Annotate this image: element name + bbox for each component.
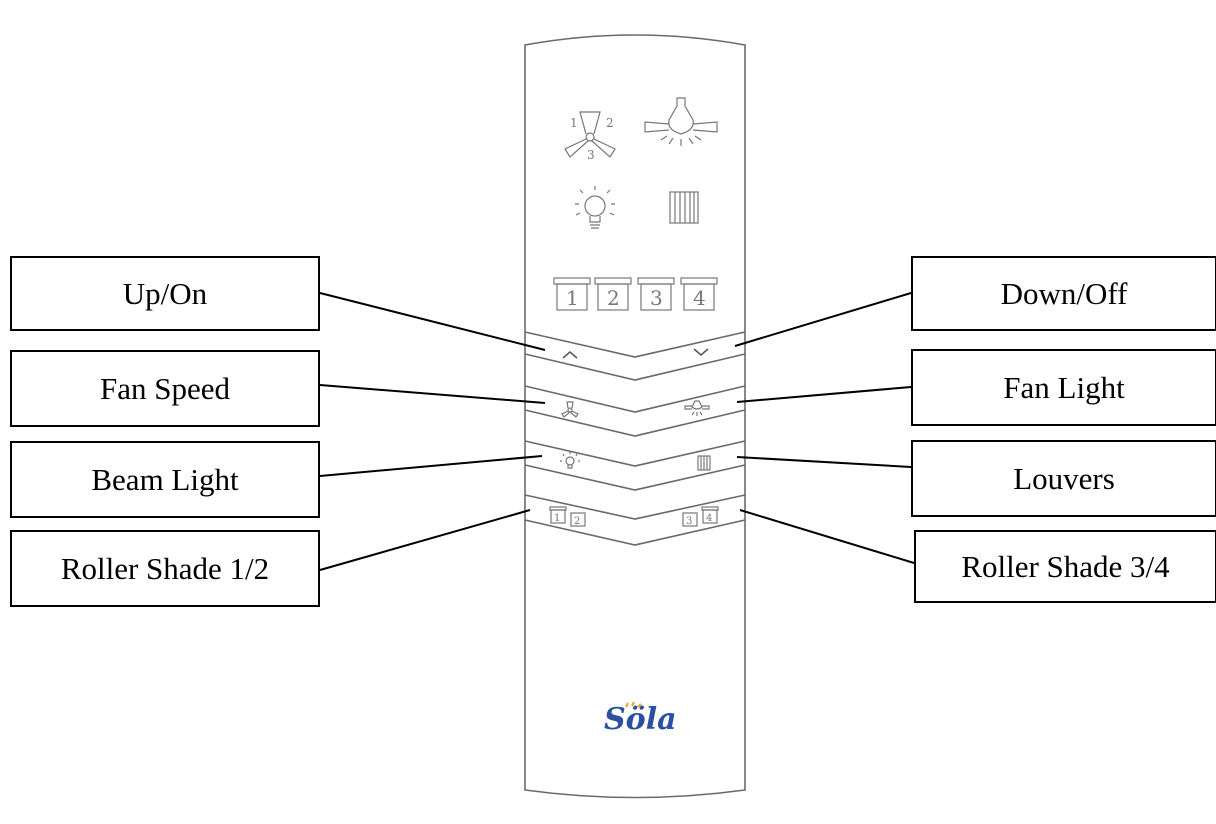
down-chevron-icon[interactable]	[693, 348, 709, 356]
roller-shade-icon-4: 4	[680, 277, 718, 311]
callout-up-on: Up/On	[10, 256, 320, 331]
callout-fan-light: Fan Light	[911, 349, 1216, 426]
callout-roller-shade-12: Roller Shade 1/2	[10, 530, 320, 607]
logo-s: S	[604, 702, 626, 737]
leader-louvers	[736, 456, 912, 468]
logo-o: ö	[626, 702, 646, 737]
roller-shade-icon-3: 3	[637, 277, 675, 311]
up-chevron-icon[interactable]	[562, 351, 578, 359]
svg-text:Söla: Söla	[604, 702, 677, 737]
leader-fan-speed	[319, 384, 546, 404]
shade-12-number-1: 1	[554, 513, 560, 524]
fan-speed-button-icon[interactable]	[561, 401, 579, 418]
remote-outline	[524, 34, 746, 799]
roller-shade-icon-1: 1	[553, 277, 591, 311]
callout-louvers: Louvers	[911, 440, 1216, 517]
callout-down-off: Down/Off	[911, 256, 1216, 331]
shade-34-number-4: 4	[706, 513, 712, 524]
roller-shade-icon-2: 2	[594, 277, 632, 311]
leader-roller-shade-12	[319, 509, 531, 571]
shade-number-1: 1	[566, 286, 579, 310]
beam-light-icon	[575, 186, 615, 229]
louvers-button-icon[interactable]	[697, 455, 711, 471]
fan-speed-digit-1: 1	[570, 116, 578, 130]
leader-down-off	[734, 292, 912, 347]
leader-lines	[319, 292, 915, 571]
leader-fan-light	[736, 386, 912, 403]
beam-light-button-icon[interactable]	[560, 452, 580, 469]
leader-beam-light	[319, 455, 543, 477]
leader-roller-shade-34	[739, 509, 915, 564]
fan-speed-digit-2: 2	[606, 116, 614, 130]
logo-la: la	[646, 702, 677, 737]
callout-fan-speed: Fan Speed	[10, 350, 320, 427]
roller-shade-12-button-icon[interactable]: 1 2	[549, 506, 586, 527]
roller-shade-34-button-icon[interactable]: 3 4	[682, 506, 719, 527]
leader-up-on	[319, 292, 546, 351]
callout-roller-shade-34: Roller Shade 3/4	[914, 530, 1216, 603]
callout-beam-light: Beam Light	[10, 441, 320, 518]
button-dividers	[524, 331, 746, 546]
shade-34-number-3: 3	[686, 516, 692, 527]
fan-light-button-icon[interactable]	[684, 400, 710, 416]
sola-logo: Söla	[604, 701, 677, 737]
shade-12-number-2: 2	[574, 516, 580, 527]
shade-number-4: 4	[693, 286, 706, 310]
fan-speed-digit-3: 3	[587, 148, 595, 162]
shade-number-3: 3	[650, 286, 663, 310]
shade-number-2: 2	[607, 286, 620, 310]
fan-light-icon	[644, 97, 718, 146]
fan-speed-icon: 1 2 3	[564, 111, 616, 162]
louvers-icon	[669, 191, 699, 224]
